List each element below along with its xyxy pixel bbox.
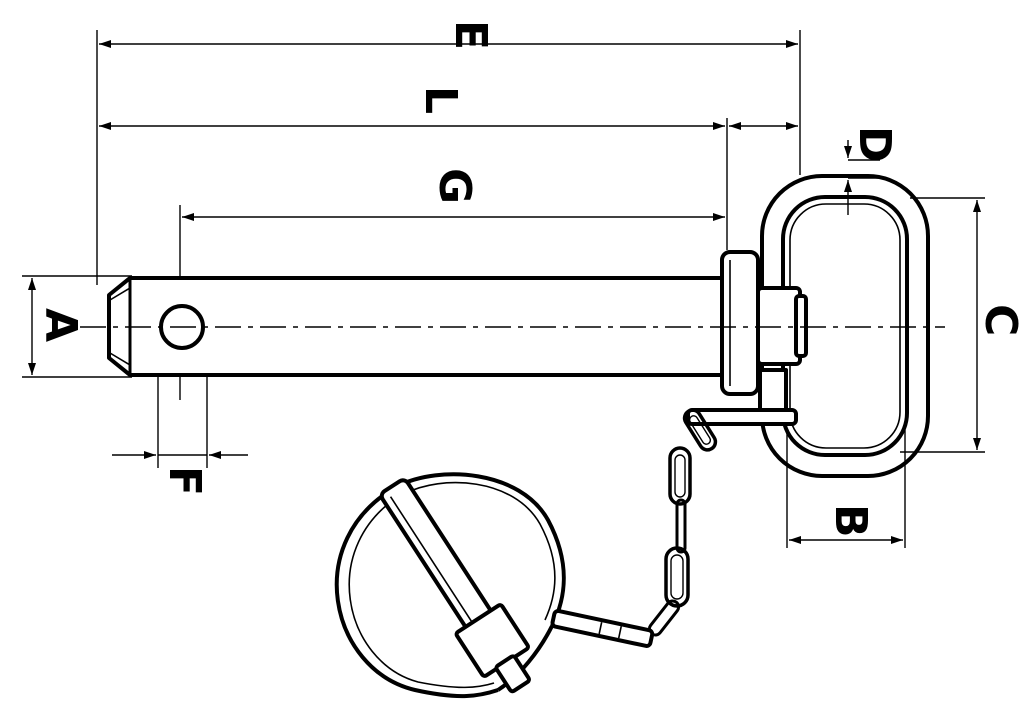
ring-strap <box>686 368 798 426</box>
chain <box>647 408 718 637</box>
linch-pin-hoop <box>334 472 566 699</box>
label-l: L <box>415 86 466 114</box>
linch-pin-shank <box>379 478 531 694</box>
label-e: E <box>445 20 496 50</box>
label-d: D <box>849 126 900 163</box>
label-c: C <box>975 304 1024 336</box>
swivel-neck <box>756 286 808 366</box>
chain-tab <box>550 608 655 648</box>
dimension-labels: E L G D A C F B <box>35 20 1024 538</box>
label-a: A <box>35 308 86 342</box>
label-g: G <box>429 168 480 204</box>
label-b: B <box>825 504 876 538</box>
label-f: F <box>159 466 210 496</box>
dimension-lines <box>28 40 981 544</box>
pin-collar <box>720 250 760 396</box>
